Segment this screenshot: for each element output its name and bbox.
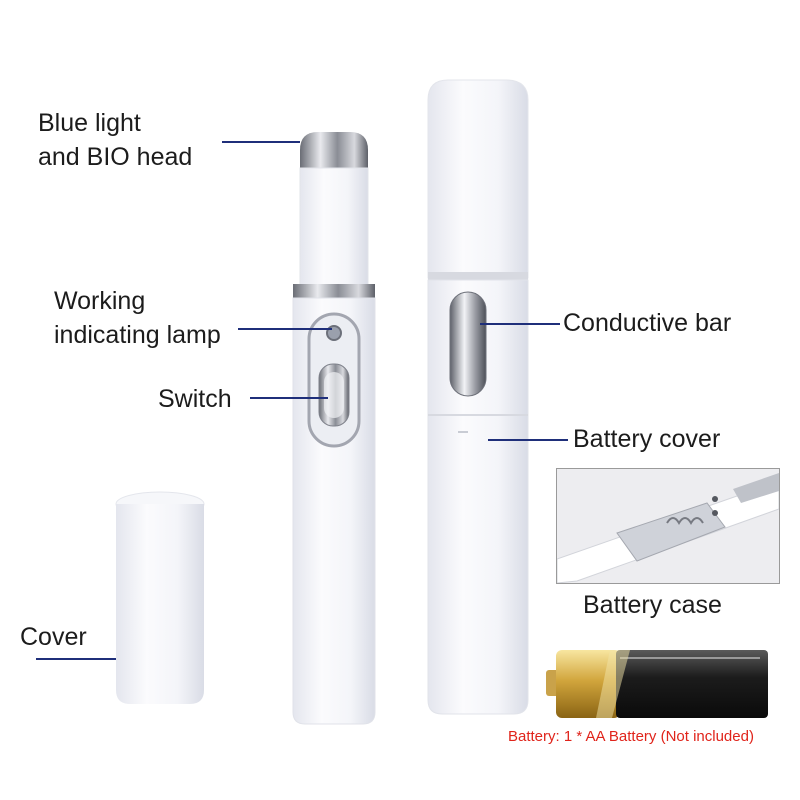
working-lamp-label: Working indicating lamp: [54, 287, 221, 349]
left-pen: [292, 132, 376, 725]
blue-light-leader-line: [222, 141, 300, 143]
conductive-bar-shape: [449, 291, 487, 397]
switch-label: Switch: [158, 385, 232, 413]
right-pen: [427, 79, 529, 715]
cover-label: Cover: [20, 623, 87, 651]
battery-case-photo: [556, 468, 780, 584]
cover-leader-line: [36, 658, 116, 660]
conductive-bar-leader-line: [480, 323, 560, 325]
battery-note: Battery: 1 * AA Battery (Not included): [508, 728, 754, 745]
switch-leader-line: [250, 397, 328, 399]
cap: [115, 491, 205, 704]
battery-cover-label: Battery cover: [573, 425, 721, 453]
conductive-bar-label: Conductive bar: [563, 309, 732, 337]
aa-battery: [546, 650, 768, 718]
battery-cover-leader-line: [488, 439, 568, 441]
blue-light-label: Blue light and BIO head: [38, 109, 193, 171]
working-lamp-leader-line: [238, 328, 332, 330]
battery-case-label: Battery case: [583, 591, 722, 619]
